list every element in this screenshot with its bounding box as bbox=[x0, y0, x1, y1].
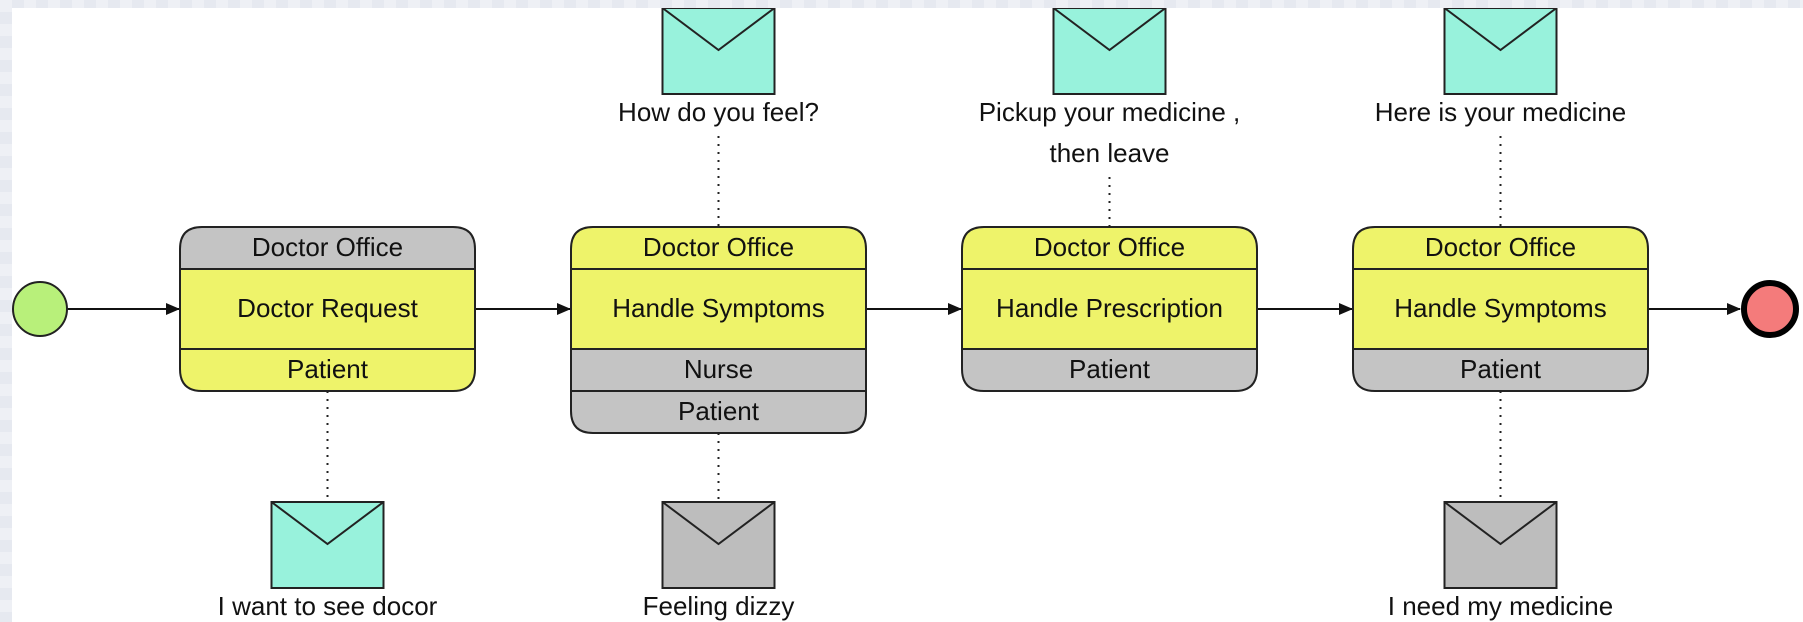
diagram-canvas: How do you feel? Pickup your medicine , th… bbox=[12, 8, 1803, 622]
participant-label-bottom: Patient bbox=[1460, 354, 1542, 384]
message-label: I need my medicine bbox=[1388, 591, 1613, 621]
message-label: How do you feel? bbox=[618, 97, 819, 127]
task-body bbox=[180, 269, 475, 349]
task-outline bbox=[570, 226, 867, 434]
participant-band-bottom bbox=[571, 391, 866, 433]
message-bottom[interactable]: I want to see docor bbox=[218, 391, 438, 621]
message-top[interactable]: How do you feel? bbox=[618, 8, 819, 227]
task-name: Handle Symptoms bbox=[612, 293, 824, 323]
message-envelope-icon[interactable] bbox=[661, 501, 776, 589]
task-name: Handle Symptoms bbox=[1394, 293, 1606, 323]
task-name: Doctor Request bbox=[237, 293, 418, 323]
task-outline bbox=[961, 226, 1258, 392]
task-body bbox=[571, 269, 866, 349]
message-envelope-icon[interactable] bbox=[1443, 501, 1558, 589]
participant-band-top bbox=[571, 227, 866, 269]
choreography-diagram: How do you feel? Pickup your medicine , th… bbox=[12, 8, 1799, 621]
task-outline bbox=[1352, 226, 1649, 392]
message-bottom[interactable]: Feeling dizzy bbox=[643, 433, 795, 621]
message-envelope-icon[interactable] bbox=[1052, 8, 1167, 95]
task-name: Handle Prescription bbox=[996, 293, 1223, 323]
message-label: I want to see docor bbox=[218, 591, 438, 621]
message-top[interactable]: Pickup your medicine , then leave bbox=[979, 8, 1241, 227]
participant-band-top bbox=[1353, 227, 1648, 269]
message-top[interactable]: Here is your medicine bbox=[1375, 8, 1626, 227]
participant-label-bottom: Patient bbox=[1069, 354, 1151, 384]
participant-band-bottom bbox=[1353, 349, 1648, 391]
message-envelope-icon[interactable] bbox=[270, 501, 385, 589]
start-event[interactable] bbox=[12, 281, 68, 337]
message-envelope-icon[interactable] bbox=[661, 8, 776, 95]
participant-label-top: Doctor Office bbox=[1034, 232, 1185, 262]
participant-label-top: Doctor Office bbox=[643, 232, 794, 262]
message-label: Pickup your medicine , bbox=[979, 97, 1241, 127]
participant-band-bottom bbox=[571, 349, 866, 391]
task-body bbox=[1353, 269, 1648, 349]
message-label: Here is your medicine bbox=[1375, 97, 1626, 127]
end-event[interactable] bbox=[1741, 280, 1799, 338]
participant-band-top bbox=[180, 227, 475, 269]
task-outline bbox=[179, 226, 476, 392]
participant-label-bottom: Nurse bbox=[684, 354, 753, 384]
participant-label-bottom: Patient bbox=[287, 354, 369, 384]
participant-band-bottom bbox=[180, 349, 475, 391]
task-body bbox=[962, 269, 1257, 349]
message-label: Feeling dizzy bbox=[643, 591, 795, 621]
participant-label-bottom: Patient bbox=[678, 396, 760, 426]
message-bottom[interactable]: I need my medicine bbox=[1388, 391, 1613, 621]
participant-label-top: Doctor Office bbox=[252, 232, 403, 262]
participant-band-top bbox=[962, 227, 1257, 269]
message-label: then leave bbox=[1050, 138, 1170, 168]
participant-band-bottom bbox=[962, 349, 1257, 391]
participant-label-top: Doctor Office bbox=[1425, 232, 1576, 262]
message-envelope-icon[interactable] bbox=[1443, 8, 1558, 95]
